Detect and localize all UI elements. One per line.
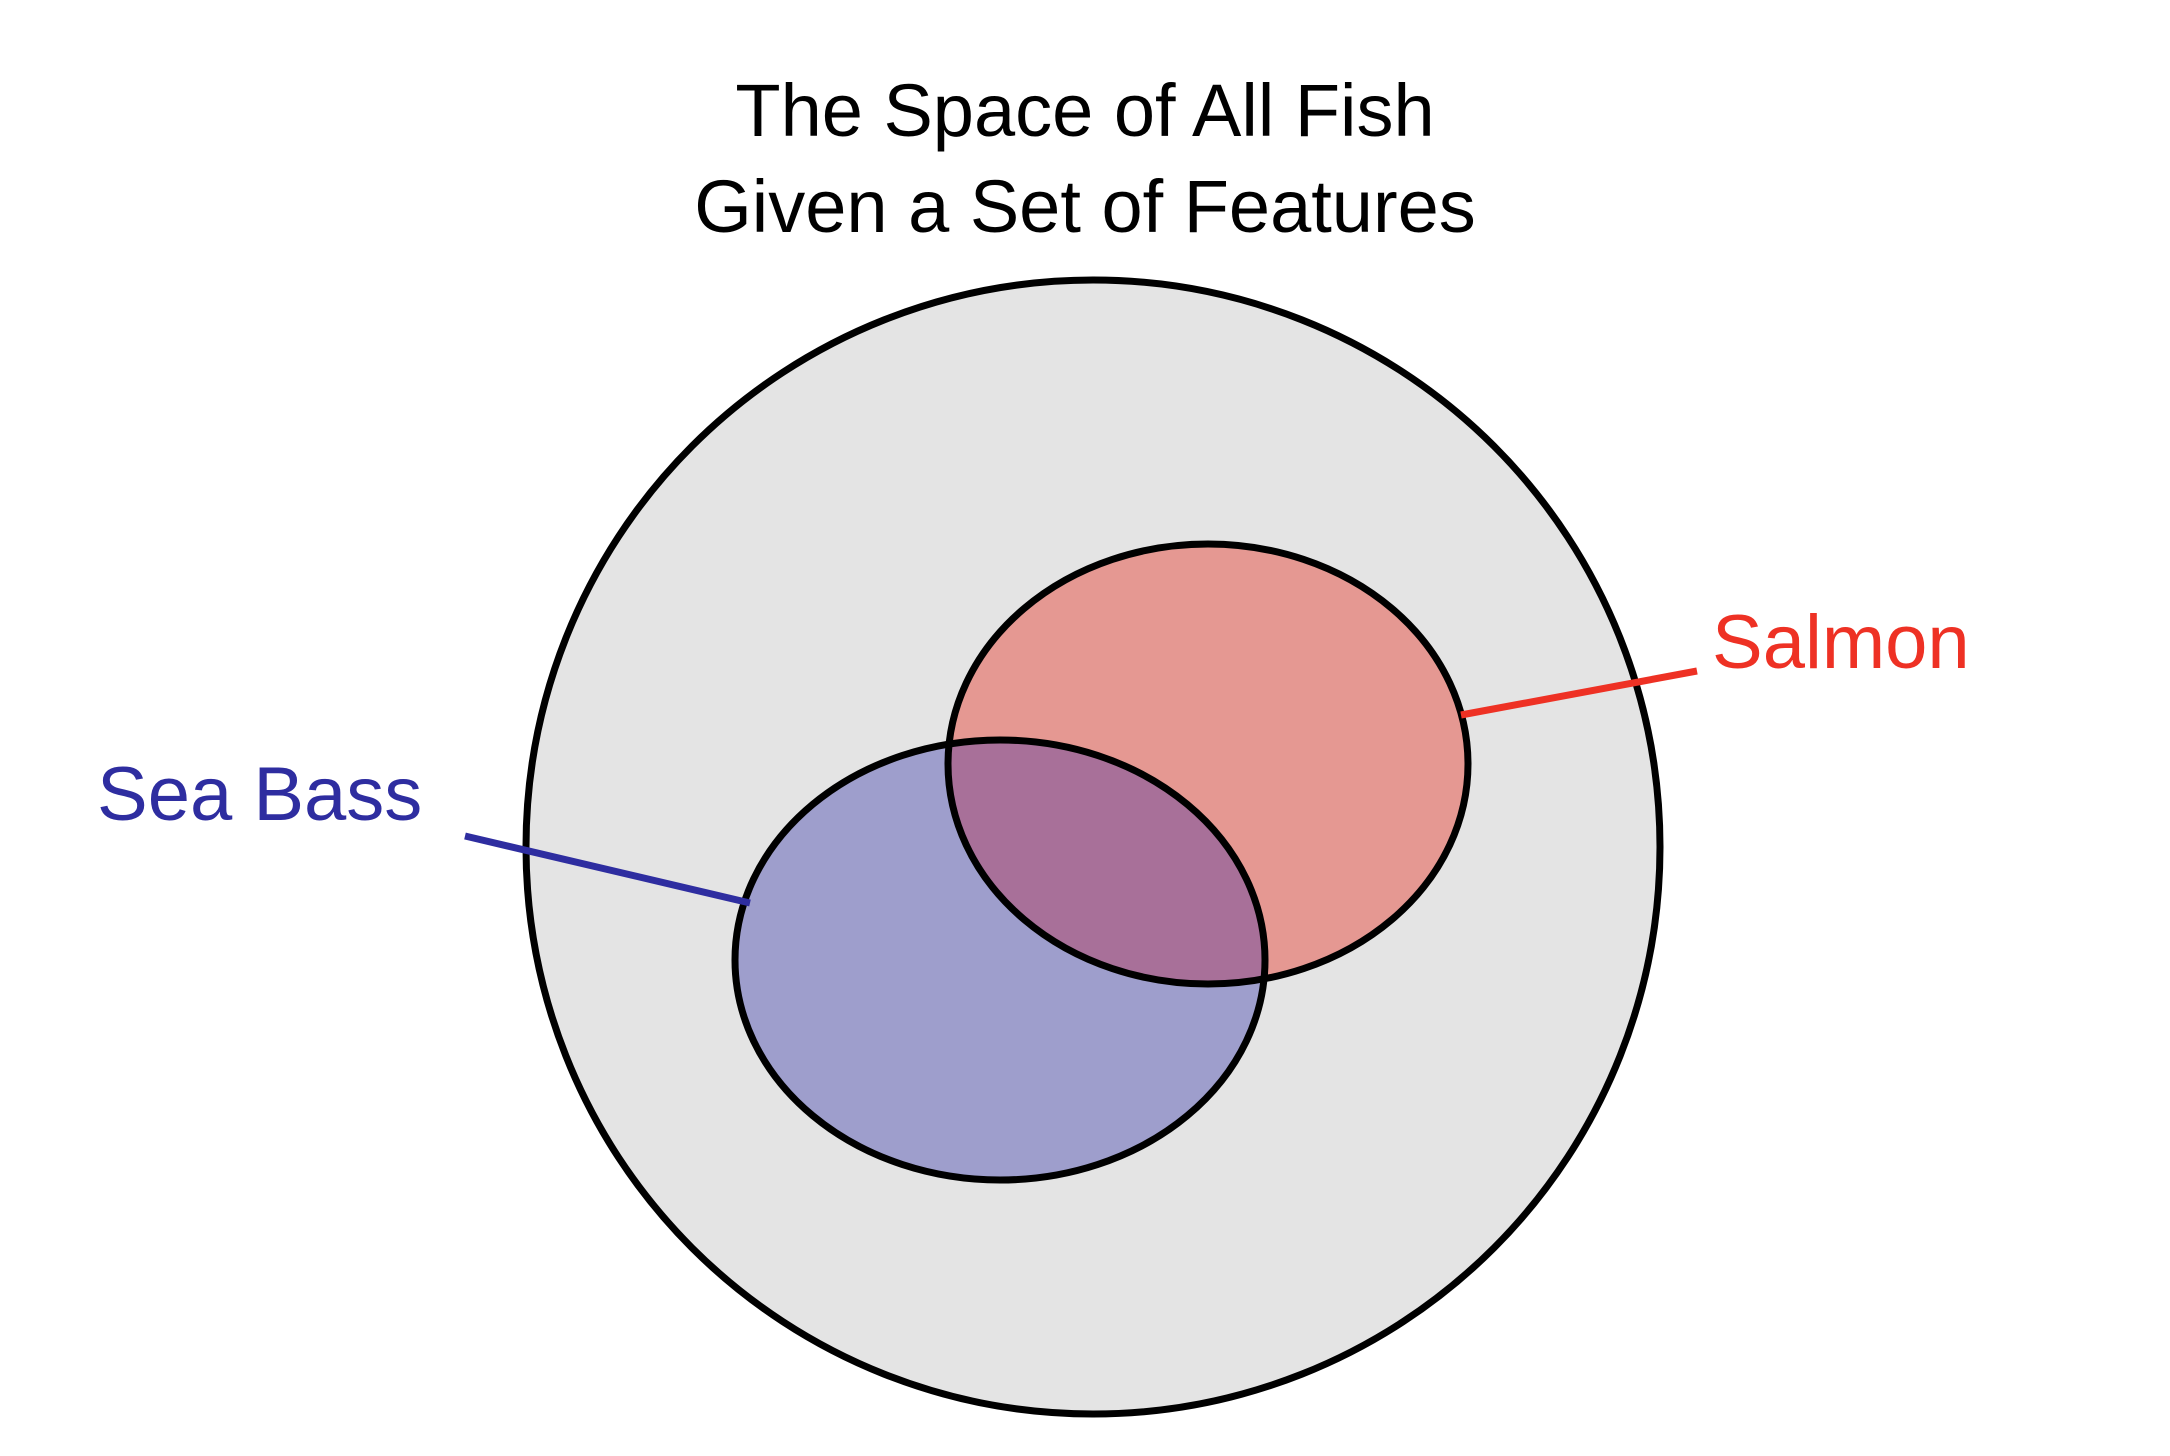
sea-bass-outline bbox=[731, 736, 1269, 1184]
sea-bass-leader-line bbox=[464, 832, 751, 907]
salmon-label: Salmon bbox=[1712, 600, 1970, 685]
title-line-1: The Space of All Fish bbox=[735, 69, 1434, 152]
title-line-2: Given a Set of Features bbox=[694, 165, 1476, 248]
sea-bass-label: Sea Bass bbox=[97, 752, 422, 837]
salmon-outline bbox=[944, 540, 1472, 988]
salmon-leader-line bbox=[1460, 667, 1698, 719]
